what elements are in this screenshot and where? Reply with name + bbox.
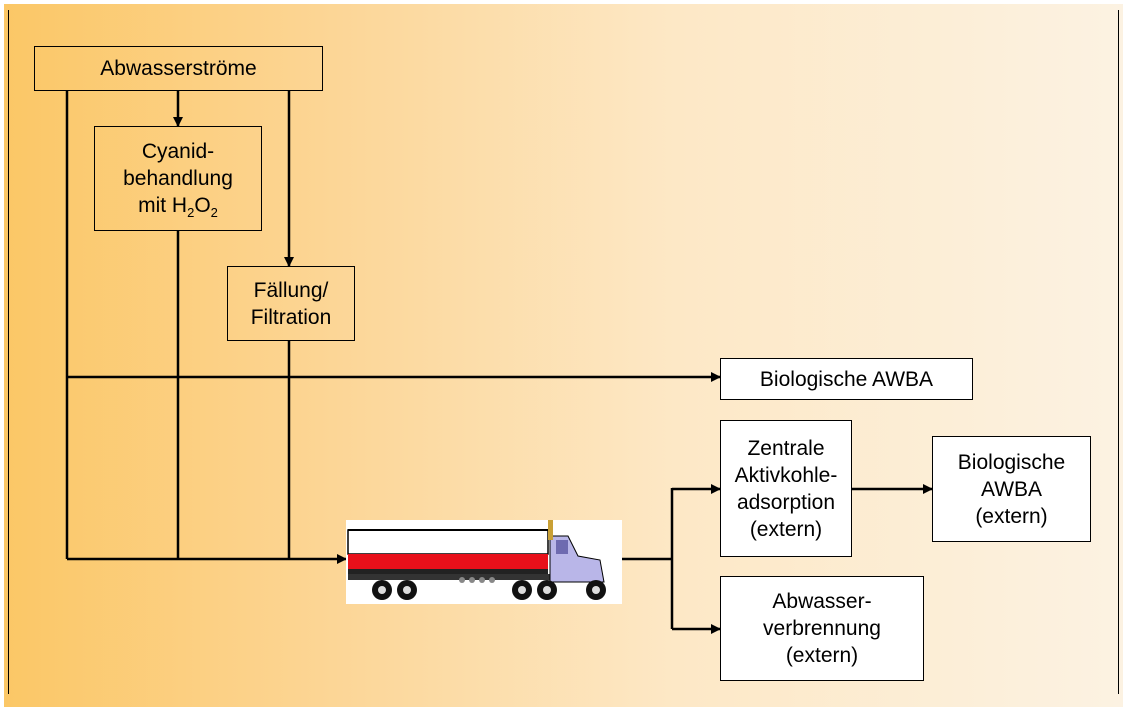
node-bio-awba-extern-line3: (extern): [975, 504, 1048, 528]
node-aktivkohleadsorption: Zentrale Aktivkohle- adsorption (extern): [720, 420, 852, 557]
frame-border-right: [1118, 10, 1119, 694]
node-cyanid-line3: mit H2O2: [138, 194, 218, 220]
node-bio-awba-extern-line2: AWBA: [980, 477, 1043, 501]
frame-border-left: [8, 10, 9, 694]
node-abwasserstroeme-label: Abwasserströme: [100, 57, 257, 80]
node-biologische-awba: Biologische AWBA: [720, 358, 973, 400]
node-cyanidbehandlung: Cyanid- behandlung mit H2O2: [94, 126, 262, 231]
tanker-truck-icon: [346, 520, 622, 604]
node-faellung-line1: Fällung/: [253, 278, 329, 302]
node-cyanid-line2: behandlung: [123, 167, 233, 190]
node-aktivkohle-line2: Aktivkohle-: [734, 463, 838, 487]
node-faellung-filtration: Fällung/ Filtration: [227, 266, 355, 341]
node-verbrennung-line3: (extern): [785, 644, 859, 667]
node-abwasserstroeme: Abwasserströme: [34, 46, 323, 91]
node-aktivkohle-line1: Zentrale: [747, 436, 825, 460]
node-biologische-awba-extern: Biologische AWBA (extern): [932, 436, 1091, 542]
node-bio-awba-extern-line1: Biologische: [957, 450, 1066, 474]
node-verbrennung-line2: verbrennung: [763, 617, 881, 640]
node-aktivkohle-line3: adsorption: [736, 490, 836, 514]
node-bio-awba-label: Biologische AWBA: [759, 367, 934, 391]
node-faellung-line2: Filtration: [250, 305, 332, 329]
node-cyanid-line1: Cyanid-: [141, 140, 215, 163]
node-abwasserverbrennung: Abwasser- verbrennung (extern): [720, 576, 924, 681]
node-aktivkohle-line4: (extern): [749, 517, 823, 541]
node-verbrennung-line1: Abwasser-: [772, 590, 872, 613]
